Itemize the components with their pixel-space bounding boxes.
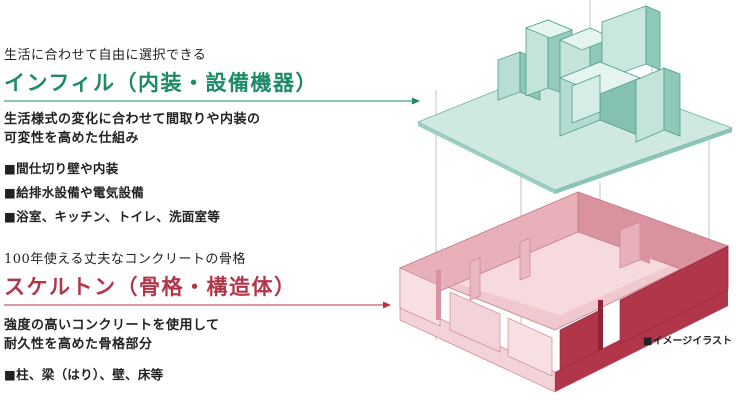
skeleton-heading: スケルトン（骨格・構造体） bbox=[4, 275, 297, 299]
infill-description-line-2: 可変性を高めた仕組み bbox=[4, 131, 140, 146]
image-caption: ■イメージイラスト bbox=[643, 336, 733, 347]
infill-item: ■浴室、キッチン、トイレ、洗面室等 bbox=[4, 209, 221, 224]
skeleton-item: ■柱、梁（はり）、壁、床等 bbox=[4, 367, 164, 382]
infill-walls-right bbox=[558, 61, 681, 143]
skeleton-description-line-2: 耐久性を高めた骨格部分 bbox=[4, 337, 153, 352]
skeleton-front-right bbox=[555, 286, 728, 392]
infill-subtitle: 生活に合わせて自由に選択できる bbox=[4, 48, 207, 63]
infill-model bbox=[417, 5, 734, 194]
infill-heading: インフィル（内装・設備機器） bbox=[4, 71, 318, 95]
infill-description-line-1: 生活様式の変化に合わせて間取りや内装の bbox=[4, 112, 261, 127]
infill-arrow bbox=[4, 97, 420, 105]
skeleton-arrow bbox=[4, 301, 391, 309]
skeleton-model bbox=[398, 191, 730, 393]
infill-floor-edge bbox=[418, 122, 555, 194]
skeleton-subtitle: 100年使える丈夫なコンクリートの骨格 bbox=[4, 252, 246, 267]
infill-item: ■給排水設備や電気設備 bbox=[4, 185, 145, 200]
skeleton-description-line-1: 強度の高いコンクリートを使用して bbox=[4, 318, 220, 333]
infill-item: ■間仕切り壁や内装 bbox=[4, 161, 119, 176]
